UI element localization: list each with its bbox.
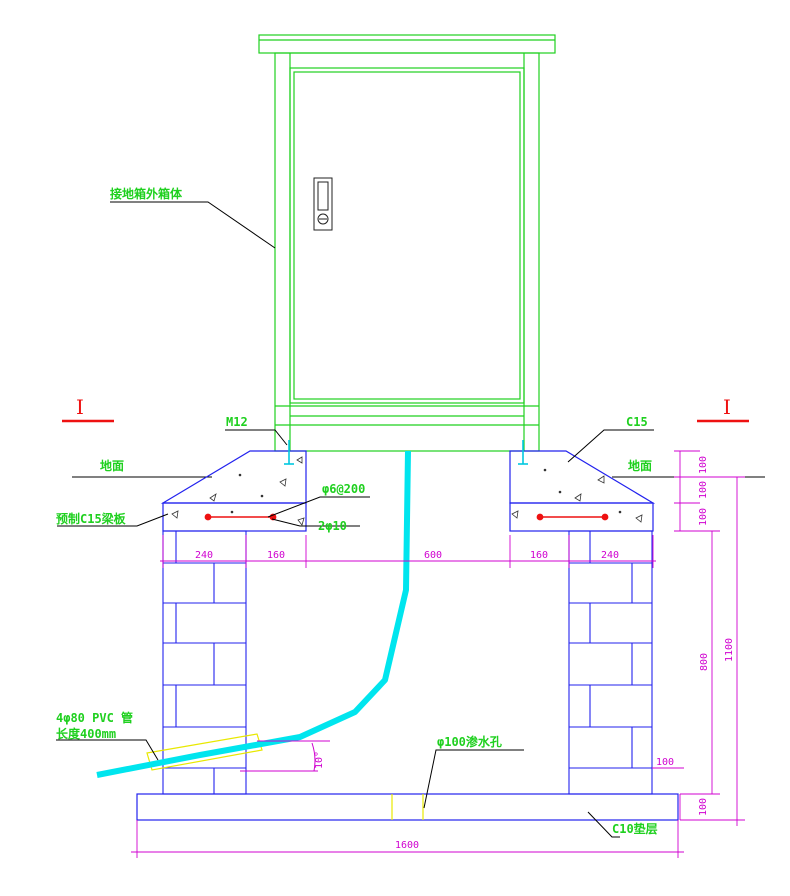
- angle-annotation: [240, 740, 330, 772]
- rebar-right: [536, 513, 609, 521]
- brick-wall-right: [568, 530, 653, 795]
- door-handle-icon: [313, 177, 333, 231]
- cable-conduit: [96, 450, 411, 778]
- dim-100-d: 100: [656, 757, 674, 768]
- label-c15: C15: [626, 415, 648, 429]
- dim-160-right: 160: [530, 550, 548, 561]
- horizontal-dimensions: [131, 535, 684, 858]
- dim-1100: 1100: [724, 638, 735, 662]
- anchor-bolts: [284, 440, 528, 465]
- label-drain-hole: φ100渗水孔: [437, 734, 502, 749]
- dim-800: 800: [699, 653, 710, 671]
- dim-160-left: 160: [267, 550, 285, 561]
- cabinet-outer-box: [258, 34, 556, 452]
- dim-100-c: 100: [698, 508, 709, 526]
- cabinet-roof-cap: [258, 34, 556, 54]
- label-cabinet: 接地箱外箱体: [110, 186, 183, 201]
- cabinet-body: [274, 52, 540, 452]
- label-m12: M12: [226, 415, 248, 429]
- dim-600: 600: [424, 550, 442, 561]
- cabinet-door-panel: [293, 71, 521, 400]
- dim-1600: 1600: [395, 840, 419, 851]
- precast-slab-left: [160, 450, 307, 532]
- angle-label: 10°: [314, 751, 325, 769]
- label-stirrup: φ6@200: [322, 482, 365, 496]
- dim-100-b: 100: [698, 481, 709, 499]
- left-section-marker: I: [62, 395, 114, 423]
- right-section-marker: I: [697, 395, 749, 423]
- label-cushion: C10垫层: [612, 821, 658, 836]
- dim-100-e: 100: [698, 798, 709, 816]
- dimension-labels: 240 160 600 160 240 1600 100 100 100 800…: [195, 456, 735, 851]
- section-marker-right: I: [723, 395, 731, 419]
- cabinet-door-frame: [289, 67, 525, 404]
- label-rebar: 2φ10: [318, 519, 347, 533]
- section-marker-left: I: [76, 395, 84, 419]
- dim-100-a: 100: [698, 456, 709, 474]
- drain-hole-marks: [391, 794, 424, 820]
- rebar-left: [204, 513, 277, 521]
- label-precast-beam: 预制C15梁板: [56, 511, 127, 526]
- label-ground-right: 地面: [628, 458, 652, 473]
- dim-240-right: 240: [601, 550, 619, 561]
- label-pvc-line2: 长度400mm: [56, 726, 116, 741]
- leader-lines: [56, 201, 654, 838]
- c10-cushion-layer: [136, 793, 679, 821]
- concrete-aggregate-marks: [171, 456, 643, 526]
- label-ground-left: 地面: [100, 458, 124, 473]
- vertical-dimensions: [652, 450, 745, 826]
- label-pvc-line1: 4φ80 PVC 管: [56, 710, 133, 725]
- annotation-labels: 接地箱外箱体 M12 C15 地面 地面 预制C15梁板 φ6@200 2φ10…: [56, 186, 658, 836]
- dim-240-left: 240: [195, 550, 213, 561]
